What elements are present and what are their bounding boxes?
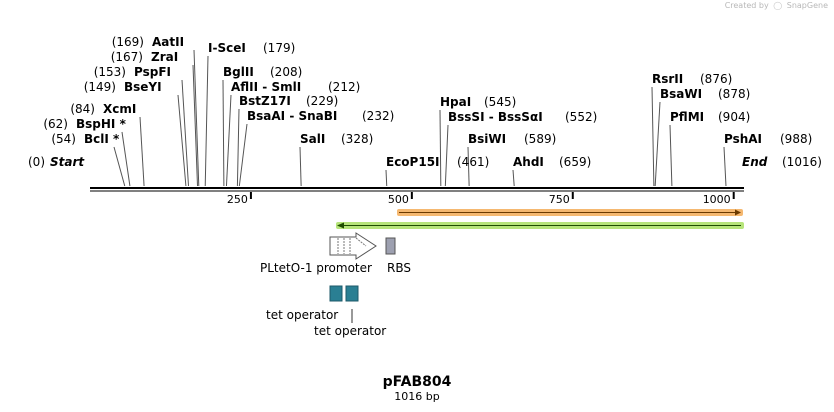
watermark-brand: SnapGene (786, 1, 828, 10)
site-position: (545) (484, 95, 516, 109)
site-line (299, 146, 302, 187)
site-line (113, 146, 126, 187)
site-position: (659) (559, 155, 591, 169)
site-line (236, 108, 240, 187)
site-name: BseYI (124, 80, 162, 94)
site-line (222, 79, 225, 187)
site-position: (461) (457, 155, 489, 169)
site-line (723, 146, 727, 187)
ruler-tick-label: 250 (227, 193, 248, 206)
site-position: (169) (112, 35, 144, 49)
snapgene-watermark: Created by ◯ SnapGene (725, 1, 828, 10)
site-name: AflII - SmlI (231, 80, 301, 94)
site-name: BsaWI (660, 87, 702, 101)
site-position: (149) (84, 80, 116, 94)
ruler: 250 500 750 1000 (227, 192, 735, 206)
start-position: (0) (28, 155, 45, 169)
promoter-label: PLtetO-1 promoter (260, 261, 372, 275)
site-line (654, 101, 661, 187)
site-name: SalI (300, 132, 325, 146)
ruler-tick-label: 1000 (703, 193, 731, 206)
site-name: HpaI (440, 95, 471, 109)
site-labels: BclI * (54)BspHI * (62) XcmI (84) BseYI (149) P… (28, 35, 822, 169)
site-name: AatII (152, 35, 184, 49)
site-line (238, 123, 248, 187)
site-position: (232) (362, 109, 394, 123)
site-position: (328) (341, 132, 373, 146)
site-name: ZraI (151, 50, 178, 64)
site-line (225, 94, 232, 187)
site-position: (229) (306, 94, 338, 108)
site-name: PshAI (724, 132, 762, 146)
site-line (439, 109, 442, 187)
site-line (181, 79, 189, 187)
site-position: (904) (718, 110, 750, 124)
orf-forward[interactable] (397, 209, 743, 216)
ruler-tick-label: 500 (388, 193, 409, 206)
plasmid-length: 1016 bp (394, 390, 439, 403)
end-label: End (742, 155, 768, 169)
orf-reverse[interactable] (336, 222, 744, 229)
site-position: (179) (263, 41, 295, 55)
site-name: BglII (223, 65, 254, 79)
ruler-tick-label: 750 (549, 193, 570, 206)
site-name: XcmI (103, 102, 136, 116)
site-line (177, 94, 187, 187)
site-line (669, 124, 673, 187)
site-position: (878) (718, 87, 750, 101)
end-position: (1016) (782, 155, 822, 169)
snapgene-logo-icon: ◯ (773, 1, 783, 10)
site-line (204, 55, 209, 187)
site-name: AhdI (513, 155, 544, 169)
site-line (467, 146, 470, 187)
site-line (512, 169, 515, 187)
site-line (651, 86, 655, 187)
rbs-label: RBS (387, 261, 411, 275)
site-line (139, 116, 145, 187)
tet-operator-label-1: tet operator (266, 308, 338, 322)
rbs-feature[interactable] (385, 237, 396, 255)
site-name: BsaAI - SnaBI (247, 109, 337, 123)
site-position: (167) (111, 50, 143, 64)
site-line (121, 131, 131, 187)
site-name: I-SceI (208, 41, 246, 55)
site-name: PspFI (134, 65, 171, 79)
site-position: (212) (328, 80, 360, 94)
tet-operator-label-2: tet operator (314, 324, 386, 338)
site-lines (113, 49, 727, 187)
site-position: (589) (524, 132, 556, 146)
plasmid-title: pFAB804 (383, 374, 452, 390)
tet-operator-feature-1[interactable] (329, 285, 343, 302)
watermark-text: Created by (724, 1, 769, 10)
site-name: PflMI (670, 110, 704, 124)
site-name: BspHI * (76, 117, 127, 131)
site-position: (62) (43, 117, 68, 131)
site-line (444, 124, 449, 187)
site-name: EcoP15I (386, 155, 440, 169)
start-label: Start (50, 155, 85, 169)
site-name: BsiWI (468, 132, 506, 146)
site-line (192, 64, 198, 187)
site-name: RsrII (652, 72, 683, 86)
site-position: (988) (780, 132, 812, 146)
site-name: BssSI - BssSαI (448, 110, 543, 124)
site-position: (876) (700, 72, 732, 86)
tet-operator-feature-2[interactable] (345, 285, 359, 302)
site-line (193, 49, 200, 187)
site-position: (84) (70, 102, 95, 116)
site-position: (552) (565, 110, 597, 124)
site-position: (153) (94, 65, 126, 79)
site-position: (208) (270, 65, 302, 79)
site-name: BstZ17I (239, 94, 291, 108)
site-position: (54) (51, 132, 76, 146)
site-line (385, 169, 388, 187)
site-name: BclI * (84, 132, 120, 146)
promoter-feature[interactable] (329, 232, 377, 260)
